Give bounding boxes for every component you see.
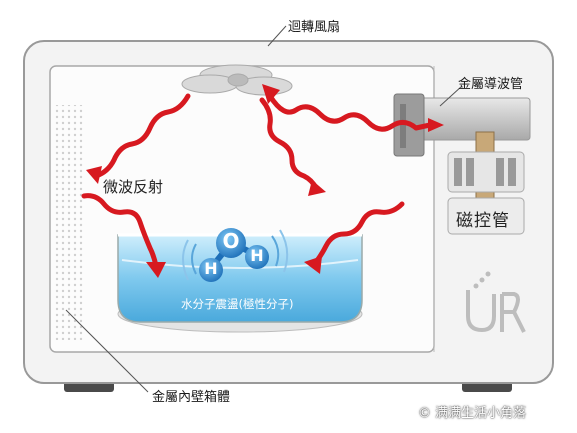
reflection-label: 微波反射 (103, 178, 164, 196)
brand-watermark: © 满满生活小角落 (418, 406, 527, 421)
fan-label: 迴轉風扇 (288, 20, 341, 35)
magnetron-label: 磁控管 (456, 211, 510, 231)
perforated-wall (54, 105, 84, 340)
water-vibration-label: 水分子震盪(極性分子) (181, 297, 294, 311)
bowl-icon (117, 233, 363, 333)
hydrogen-right-label: H (250, 246, 264, 265)
oxygen-atom-label: O (222, 229, 240, 253)
cavity-wall-label: 金屬內壁箱體 (152, 390, 231, 405)
magnetron-icon (447, 131, 525, 235)
logo-icon (466, 271, 526, 333)
wave-arrowheads (86, 84, 444, 278)
water-molecule-icon (182, 228, 289, 282)
hydrogen-left-label: H (204, 259, 218, 278)
microwave-waves (81, 93, 433, 269)
waveguide-label: 金屬導波管 (458, 77, 524, 92)
